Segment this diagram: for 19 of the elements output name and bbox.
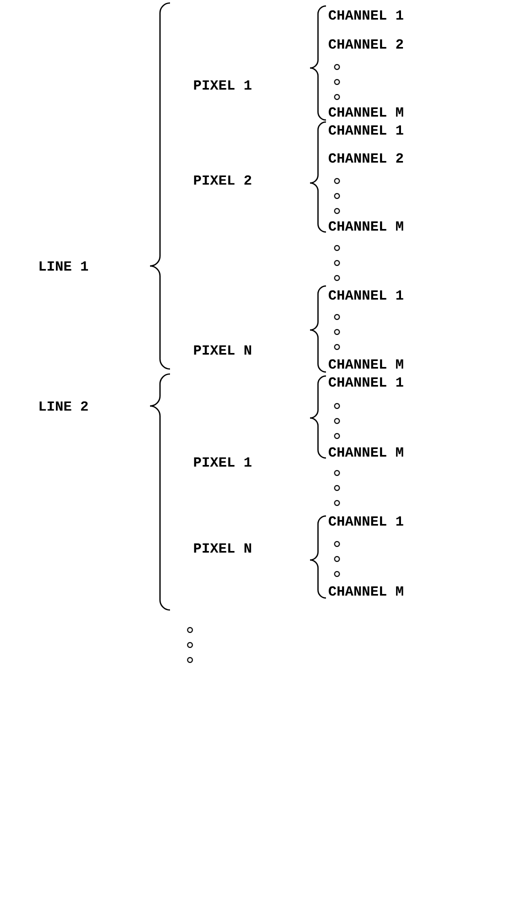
channel-label: CHANNEL 1 — [328, 290, 404, 300]
pixel-label: PIXEL 1 — [194, 457, 252, 467]
channel-label: CHANNEL M — [328, 447, 404, 457]
pixel-label: PIXEL N — [194, 345, 252, 355]
channel-label: CHANNEL 1 — [328, 377, 404, 387]
pixel-label: PIXEL N — [194, 543, 252, 553]
channel-label: CHANNEL 1 — [328, 10, 404, 20]
line-label: LINE 1 — [40, 261, 88, 271]
channel-label: CHANNEL 1 — [328, 125, 404, 135]
channel-label: CHANNEL 2 — [328, 39, 403, 49]
channel-label: CHANNEL M — [328, 221, 404, 231]
pixel-label: PIXEL 2 — [194, 175, 252, 185]
pixel-label: PIXEL 1 — [194, 80, 252, 90]
channel-label: CHANNEL 2 — [328, 153, 403, 163]
channel-label: CHANNEL M — [328, 107, 404, 117]
line-label: LINE 2 — [40, 401, 88, 411]
channel-label: CHANNEL 1 — [328, 516, 404, 526]
channel-label: CHANNEL M — [328, 359, 404, 369]
channel-label: CHANNEL M — [328, 586, 404, 596]
